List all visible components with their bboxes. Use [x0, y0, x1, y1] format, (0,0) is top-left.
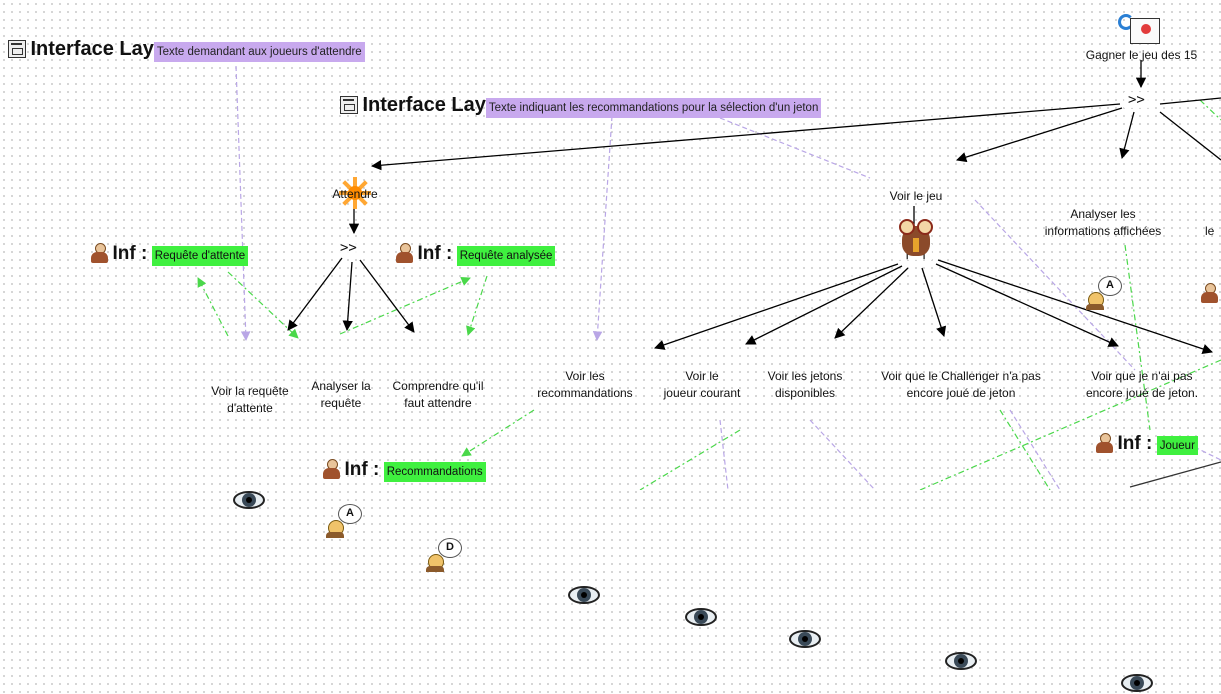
operator-sequence-top[interactable]: >> — [1124, 92, 1149, 108]
eye-icon[interactable] — [943, 650, 979, 672]
task-label-comprendre: Comprendre qu'il faut attendre — [392, 379, 484, 410]
info-node-cut-right[interactable] — [1200, 283, 1221, 313]
info-node-requete-attente[interactable]: Inf : Requête d'attente — [90, 243, 249, 266]
eye-icon[interactable] — [231, 489, 267, 511]
person-icon — [90, 243, 108, 263]
info-label: Joueur — [1156, 436, 1198, 455]
interface-text: Texte demandant aux joueurs d'attendre — [153, 42, 365, 62]
interface-title: Interface Lay — [362, 94, 486, 116]
task-label-analyser-requete: Analyser la requête — [311, 379, 371, 410]
task-label-voir-requete: Voir la requête d'attente — [211, 384, 289, 415]
cognitive-decide-icon[interactable]: D — [424, 538, 464, 572]
person-icon — [1095, 433, 1113, 453]
link-purple-bottom-3 — [1009, 409, 1061, 490]
task-label-voir-jeu: Voir le jeu — [889, 189, 943, 203]
task-label-voir-challenger: Voir que le Challenger n'a pas encore jo… — [881, 369, 1041, 400]
diagram-edges — [197, 60, 1221, 490]
info-node-joueur[interactable]: Inf : Joueur — [1095, 433, 1221, 455]
interface-title: Interface Lay — [30, 38, 154, 60]
owl-icon[interactable] — [894, 216, 938, 258]
info-label: Recommandations — [383, 462, 486, 482]
person-icon — [1200, 283, 1218, 303]
task-label-analyser-infos: Analyser les informations affichées — [1044, 207, 1162, 238]
task-label-voir-jetons: Voir les jetons disponibles — [767, 369, 843, 400]
link-purple-bottom-2 — [809, 419, 876, 490]
person-icon — [395, 243, 413, 263]
eye-icon[interactable] — [566, 584, 602, 606]
cognitive-analyze-icon[interactable]: A — [324, 504, 364, 538]
link-requete-analysee — [339, 277, 471, 335]
sun-icon[interactable] — [338, 176, 372, 210]
eye-icon[interactable] — [1119, 672, 1155, 694]
link-interface-to-right — [719, 117, 871, 179]
goal-task-icon[interactable] — [1118, 14, 1166, 50]
link-purple-bottom-1 — [719, 419, 729, 490]
link-interface-recos — [592, 115, 613, 341]
cognitive-analyze-icon[interactable]: A — [1084, 276, 1124, 310]
link-green-top-right — [1199, 99, 1221, 121]
task-label-voir-recos: Voir les recommandations — [537, 369, 633, 400]
person-icon — [322, 459, 340, 479]
task-label-attendre: Attendre — [332, 187, 378, 201]
task-label-goal: Gagner le jeu des 15 — [1085, 48, 1198, 62]
link-green-bottom-3 — [919, 359, 1221, 490]
link-requete-attente — [197, 277, 229, 337]
link-green-right-1 — [1124, 244, 1151, 431]
task-label-voir-joueur: Voir le joueur courant — [663, 369, 741, 400]
info-label: Requête d'attente — [151, 246, 249, 266]
info-node-requete-analysee[interactable]: Inf : Requête analysée — [395, 243, 556, 266]
info-node-recommandations[interactable]: Inf : Recommandations — [322, 459, 486, 482]
interface-window-icon — [340, 96, 358, 114]
task-label-cut: le — [1205, 224, 1215, 238]
link-green-bottom-2 — [999, 409, 1051, 490]
eye-icon[interactable] — [683, 606, 719, 628]
info-label: Requête analysée — [456, 246, 556, 266]
interface-window-icon — [8, 40, 26, 58]
eye-icon[interactable] — [787, 628, 823, 650]
link-requete-analysee-2 — [466, 275, 488, 336]
link-green-bottom-1 — [639, 429, 741, 490]
link-interface-attente — [235, 65, 251, 341]
operator-sequence-attendre[interactable]: >> — [336, 240, 361, 256]
interface-text: Texte indiquant les recommandations pour… — [485, 98, 822, 118]
link-requete-attente-2 — [227, 271, 299, 339]
link-recos — [461, 409, 535, 457]
task-label-voir-moi: Voir que je n'ai pas encore joué de jeto… — [1085, 369, 1199, 400]
